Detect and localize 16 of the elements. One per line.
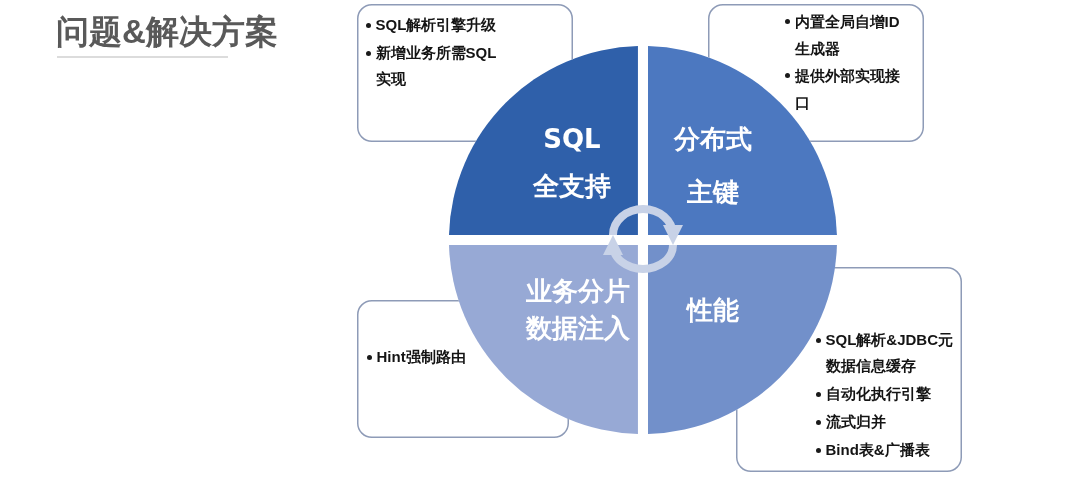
quadrant-label: 业务分片数据注入 — [524, 274, 631, 345]
bullet-text: 流式归并 — [825, 412, 886, 432]
bullet-text: SQL解析引擎升级 — [375, 15, 497, 35]
bullet-text: 提供外部实现接口 — [794, 65, 901, 113]
bullet-text: SQL解析&JDBC元数据信息缓存 — [825, 330, 954, 376]
bullet-text: 新增业务所需SQL实现 — [375, 43, 498, 89]
quadrant-label: 性能 — [687, 294, 739, 327]
quadrant-label: SQL全支持 — [532, 123, 612, 204]
bullet-text: Hint强制路由 — [376, 347, 466, 367]
quadrant-label: 分布式主键 — [672, 123, 753, 210]
bullet-text: 自动化执行引擎 — [825, 384, 931, 404]
bullet-text: Bind表&广播表 — [825, 440, 930, 460]
page-title: 问题&解决方案 — [56, 12, 278, 52]
bullet-text: 内置全局自增ID生成器 — [794, 11, 901, 59]
curved-arrow — [603, 235, 677, 273]
curved-arrow — [609, 205, 683, 245]
